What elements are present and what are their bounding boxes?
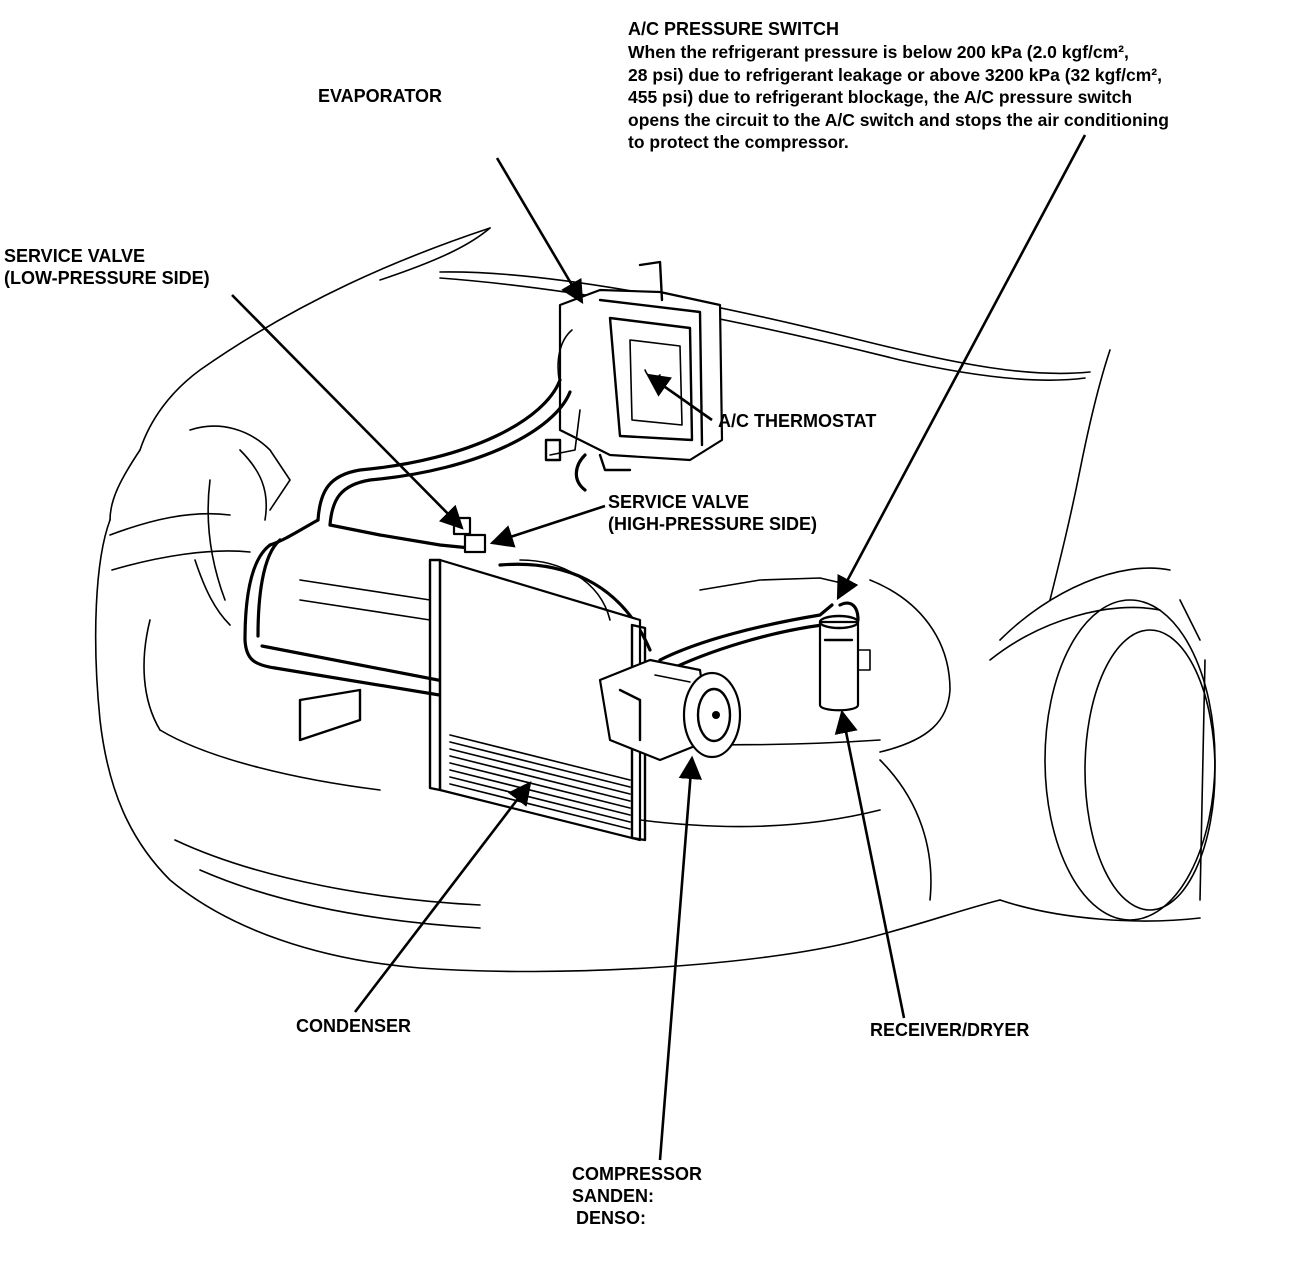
thermostat-label: A/C THERMOSTAT bbox=[718, 411, 877, 431]
compressor-line: DENSO: bbox=[576, 1208, 647, 1228]
compressor-label: COMPRESSOR SANDEN: DENSO: bbox=[572, 1163, 702, 1229]
compressor-leader bbox=[658, 755, 702, 1161]
compressor-unit bbox=[598, 658, 742, 762]
evaporator-leader bbox=[495, 157, 584, 305]
service-valve-high-label: SERVICE VALVE (HIGH-PRESSURE SIDE) bbox=[608, 491, 817, 535]
pressure-switch-desc-line: to protect the compressor. bbox=[628, 132, 849, 152]
thermostat-leader bbox=[646, 373, 713, 422]
pressure-switch-desc-line: opens the circuit to the A/C switch and … bbox=[628, 109, 1169, 130]
evaporator-label: EVAPORATOR bbox=[318, 86, 443, 106]
service-valve-high-line: (HIGH-PRESSURE SIDE) bbox=[608, 514, 818, 534]
condenser-unit bbox=[298, 558, 647, 842]
car-body-outline bbox=[94, 227, 1216, 973]
pressure-switch-desc-line: 455 psi) due to refrigerant blockage, th… bbox=[628, 87, 1133, 107]
pressure-switch-desc-line: 28 psi) due to refrigerant leakage or ab… bbox=[628, 64, 1162, 85]
service-valve-low-line: (LOW-PRESSURE SIDE) bbox=[4, 268, 210, 288]
receiver-dryer-label: RECEIVER/DRYER bbox=[870, 1020, 1030, 1040]
service-valve-high-line: SERVICE VALVE bbox=[608, 492, 750, 512]
compressor-line: COMPRESSOR bbox=[572, 1164, 703, 1184]
service-valve-low-line: SERVICE VALVE bbox=[4, 246, 146, 266]
pressure-switch-description: When the refrigerant pressure is below 2… bbox=[628, 41, 1169, 154]
pressure-switch-desc-line: When the refrigerant pressure is below 2… bbox=[628, 42, 1129, 62]
pressure-switch-leader bbox=[836, 134, 1087, 601]
service-valve-low-label: SERVICE VALVE (LOW-PRESSURE SIDE) bbox=[4, 245, 210, 289]
leader-lines bbox=[231, 134, 1087, 1161]
pressure-switch-title: A/C PRESSURE SWITCH bbox=[628, 19, 840, 39]
compressor-line: SANDEN: bbox=[572, 1186, 655, 1206]
receiver-dryer-leader bbox=[834, 709, 906, 1019]
evaporator-unit bbox=[544, 260, 724, 492]
receiver-dryer-unit bbox=[818, 614, 871, 712]
service-valve-high-leader bbox=[489, 504, 606, 548]
condenser-leader bbox=[353, 781, 532, 1013]
service-valve-low-leader bbox=[231, 294, 464, 530]
condenser-label: CONDENSER bbox=[296, 1016, 412, 1036]
